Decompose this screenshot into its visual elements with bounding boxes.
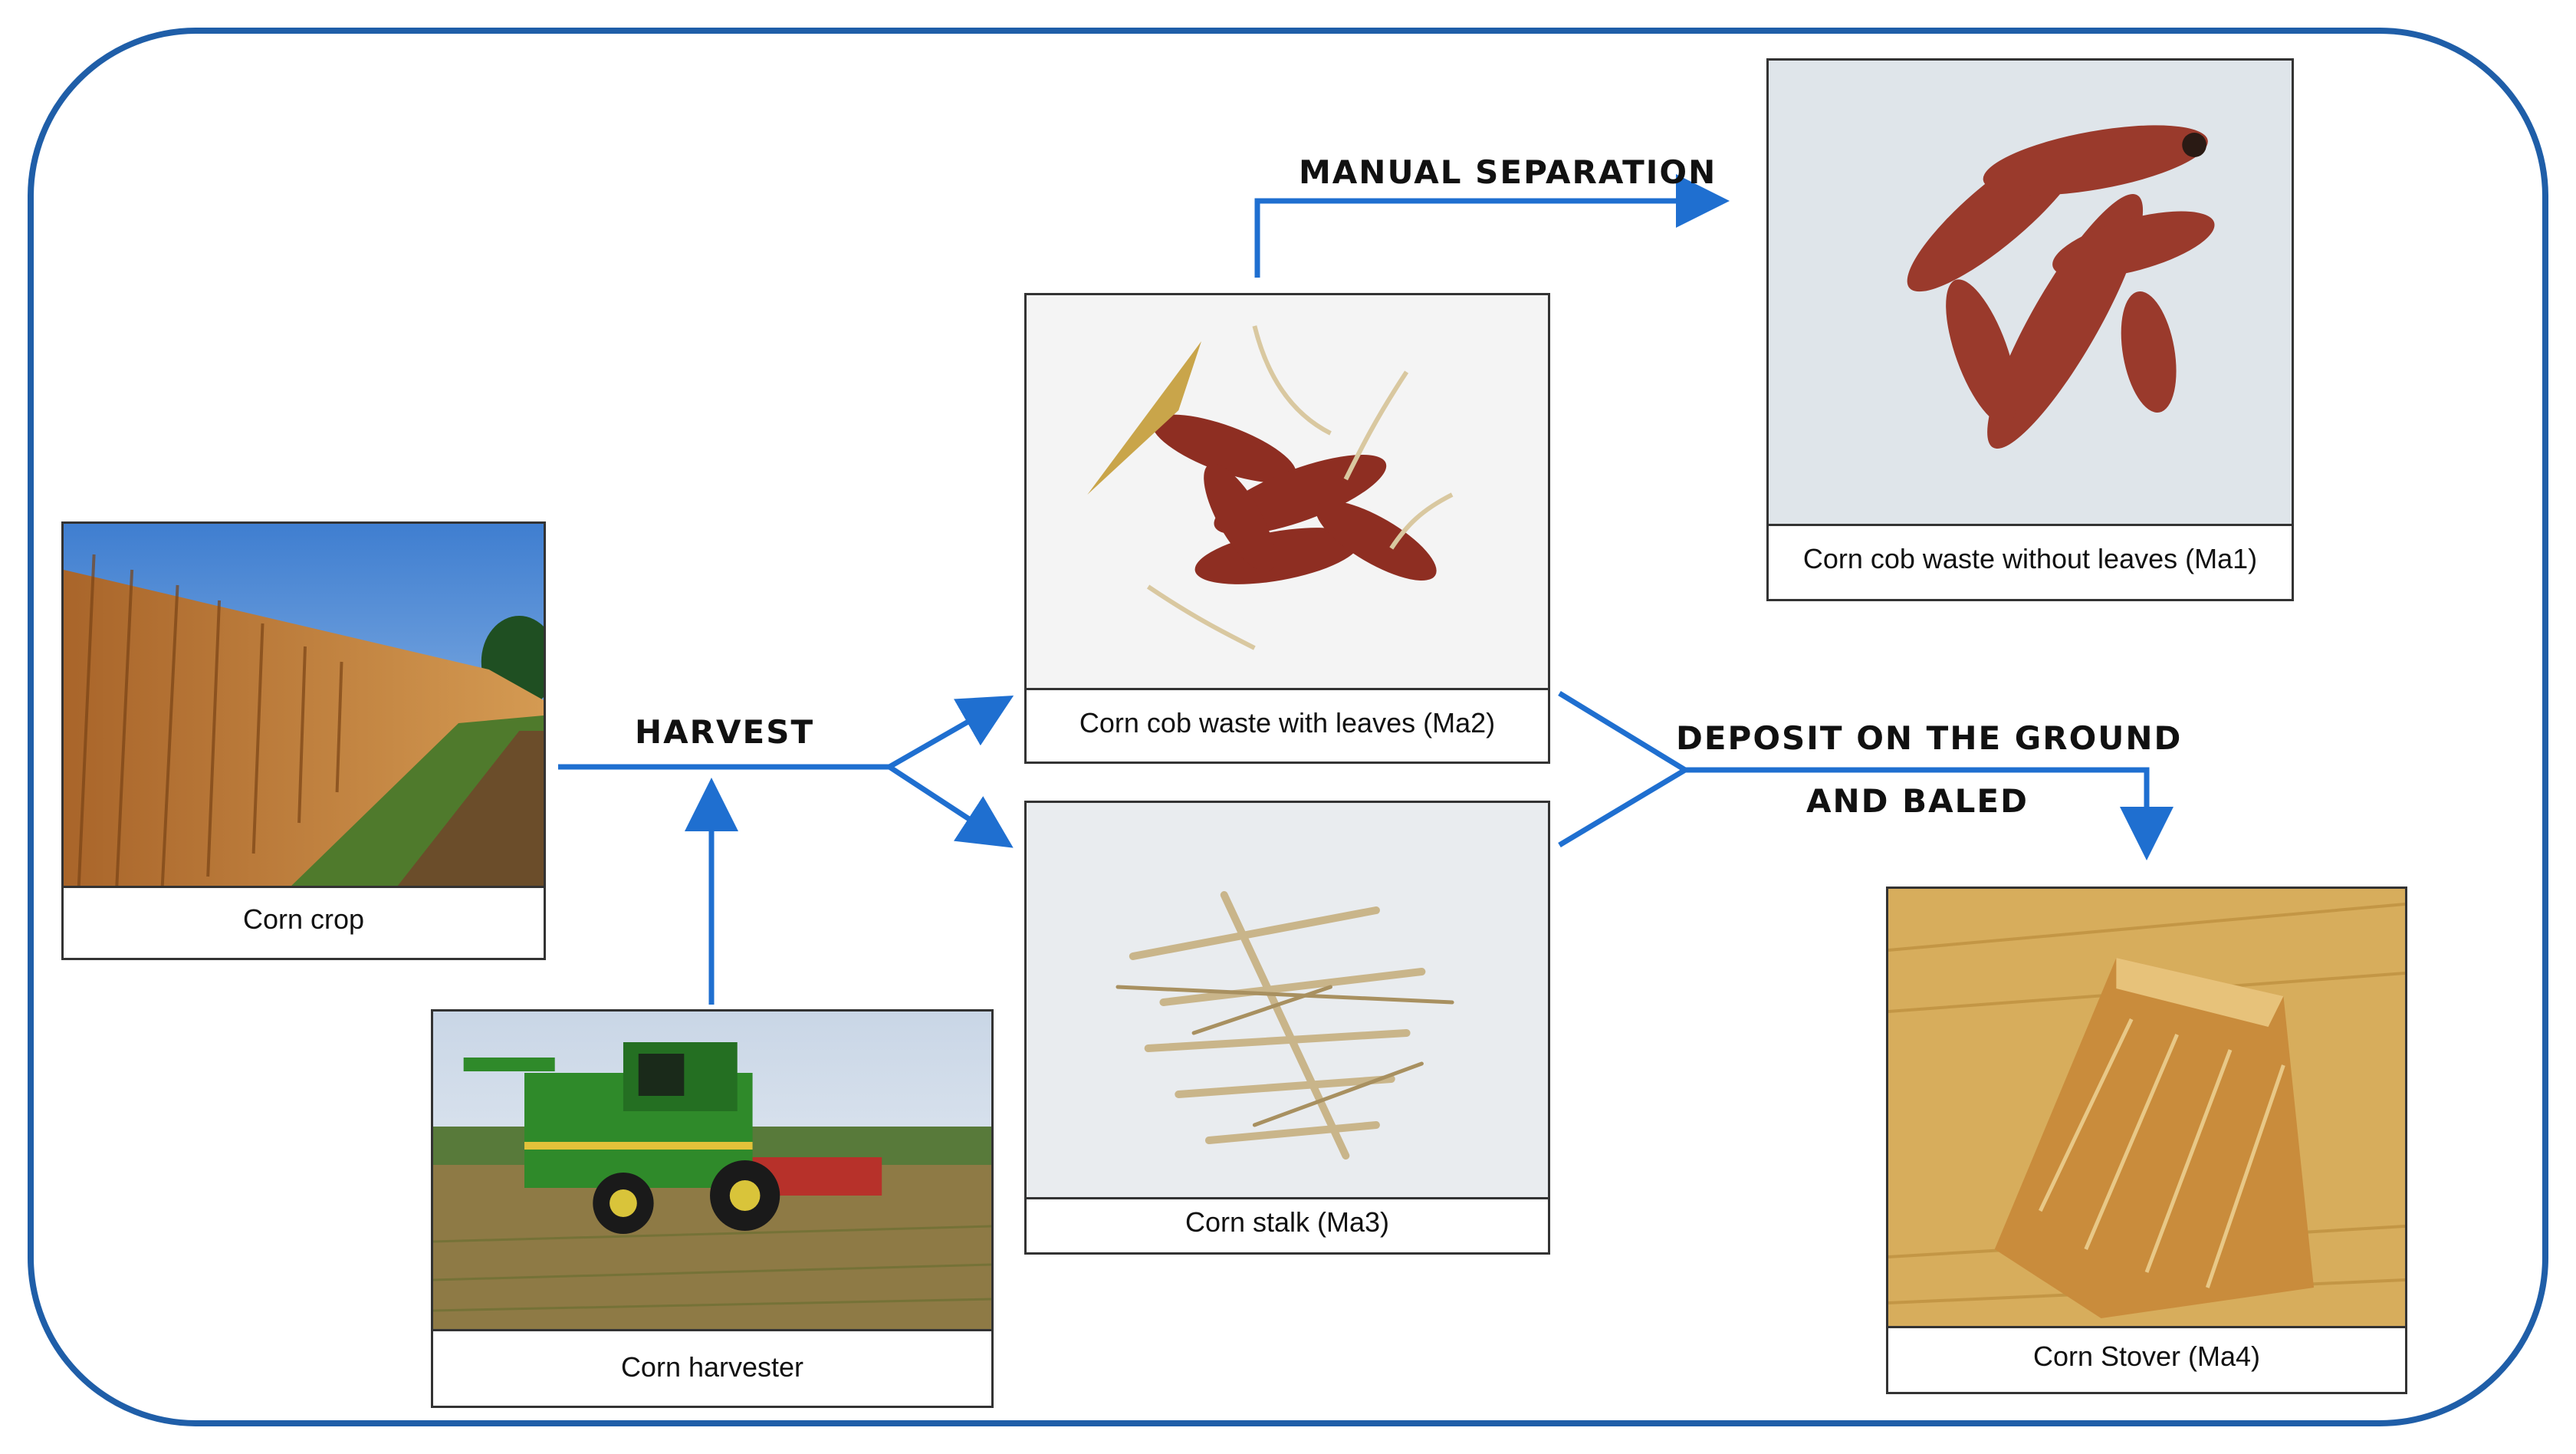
ma4-caption: Corn Stover (Ma4) xyxy=(2032,1341,2261,1372)
harvest-to-ma3-arrow xyxy=(888,765,1014,848)
node-ma2: Corn cob waste with leaves (Ma2) xyxy=(1024,293,1550,764)
deposit-label-line2: AND BALED xyxy=(1806,782,2029,820)
corn-crop-photo xyxy=(64,524,544,888)
ma2-photo xyxy=(1027,295,1548,690)
node-corn-harvester: Corn harvester xyxy=(431,1009,994,1408)
ma3-photo xyxy=(1027,803,1548,1199)
node-ma3: Corn stalk (Ma3) xyxy=(1024,801,1550,1255)
node-ma4: Corn Stover (Ma4) xyxy=(1886,887,2407,1394)
ma3-caption: Corn stalk (Ma3) xyxy=(1184,1206,1390,1238)
harvest-to-ma2-arrow xyxy=(888,696,1014,770)
corn-harvester-caption: Corn harvester xyxy=(620,1351,804,1383)
corn-harvester-photo xyxy=(433,1012,991,1331)
ma1-photo xyxy=(1769,61,2292,526)
ma2-to-deposit-line xyxy=(1558,691,1687,772)
harvest-label: HARVEST xyxy=(635,713,815,751)
ma4-photo xyxy=(1888,889,2405,1328)
manual-separation-label: MANUAL SEPARATION xyxy=(1299,153,1717,191)
deposit-label-line1: DEPOSIT ON THE GROUND xyxy=(1676,719,2183,757)
node-corn-crop: Corn crop xyxy=(61,521,546,960)
corn-crop-caption: Corn crop xyxy=(242,903,365,935)
deposit-arrow xyxy=(1685,767,2174,860)
node-ma1: Corn cob waste without leaves (Ma1) xyxy=(1766,58,2294,601)
manual-separation-arrow xyxy=(1254,174,1730,278)
ma3-to-deposit-line xyxy=(1558,767,1687,848)
ma1-caption: Corn cob waste without leaves (Ma1) xyxy=(1802,543,2258,574)
diagram-frame xyxy=(28,28,2548,1426)
ma2-caption: Corn cob waste with leaves (Ma2) xyxy=(1079,707,1496,739)
